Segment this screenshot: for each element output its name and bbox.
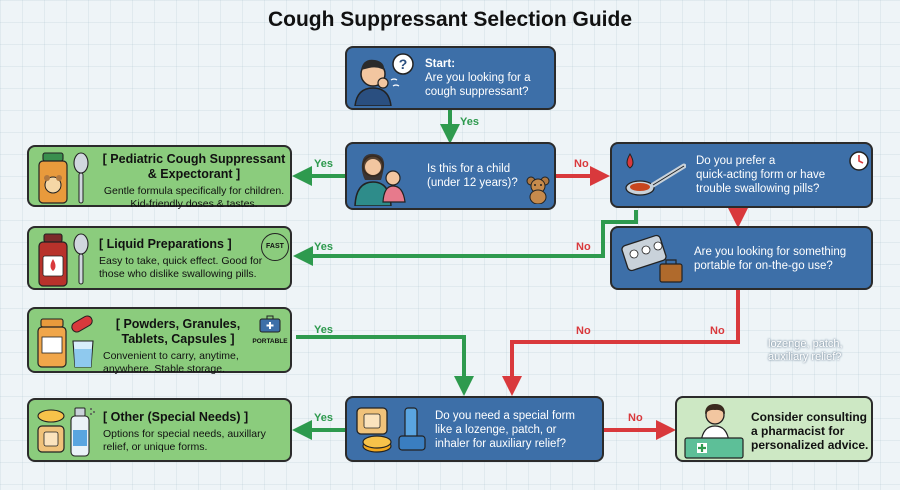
label-no-quick: No bbox=[576, 241, 591, 253]
start-line-2: Are you looking for a bbox=[425, 72, 531, 84]
liquid-body-2: those who dislike swallowing pills. bbox=[99, 268, 257, 280]
label-yes-start: Yes bbox=[460, 116, 479, 128]
arrow-portable-to-powders bbox=[296, 335, 474, 396]
first-aid-case-icon bbox=[259, 315, 281, 333]
other-outcome-node: [ Other (Special Needs) ] Options for sp… bbox=[27, 398, 292, 462]
pharmacist-line-3: personalized advice. bbox=[751, 438, 869, 452]
child-line-1: Is this for a child bbox=[427, 163, 511, 175]
label-yes-child: Yes bbox=[314, 158, 333, 170]
quick-line-1: Do you prefer a bbox=[696, 155, 776, 167]
page-title: Cough Suppressant Selection Guide bbox=[267, 8, 633, 31]
arrow-quick-to-liquid bbox=[293, 210, 638, 266]
fast-badge-label: FAST bbox=[266, 243, 284, 250]
liquid-body-1: Easy to take, quick effect. Good for bbox=[99, 255, 263, 267]
pediatric-outcome-node: [ Pediatric Cough Suppressant & Expector… bbox=[27, 145, 292, 210]
fast-badge: FAST bbox=[261, 233, 289, 261]
pediatric-body-1: Gentle formula specifically for children… bbox=[103, 185, 285, 197]
pediatric-head-1: [ Pediatric Cough Suppressant bbox=[102, 152, 286, 166]
pharmacist-icon bbox=[684, 404, 744, 459]
special-form-question-node: Do you need a special form like a lozeng… bbox=[345, 396, 604, 462]
syrup-bottle-and-spoon-icon bbox=[38, 233, 89, 287]
start-line-3: cough suppressant? bbox=[425, 86, 529, 98]
pharmacist-outcome-node: Consider consulting a pharmacist for per… bbox=[675, 396, 873, 462]
label-yes-special: Yes bbox=[314, 412, 333, 424]
quick-line-2: quick-acting form or have bbox=[696, 169, 826, 181]
liquid-head-1: [ Liquid Preparations ] bbox=[99, 237, 232, 251]
child-line-2: (under 12 years)? bbox=[427, 177, 518, 189]
teddy-bear-icon bbox=[526, 176, 550, 204]
person-coughing-icon: ? bbox=[354, 53, 414, 106]
start-node: ? Start: Are you looking for a cough sup… bbox=[345, 46, 556, 110]
special-line-1: Do you need a special form bbox=[435, 410, 575, 422]
pediatric-bottle-and-spoon-icon bbox=[38, 152, 89, 204]
powders-head-2: Tablets, Capsules ] bbox=[121, 332, 235, 346]
powders-head-1: [ Powders, Granules, bbox=[115, 317, 241, 331]
spoon-with-drop-icon bbox=[625, 153, 686, 196]
label-yes-portable: Yes bbox=[314, 324, 333, 336]
other-body-1: Options for special needs, auxillary bbox=[103, 428, 266, 440]
portable-line-2: portable for on-the-go use? bbox=[694, 260, 833, 272]
label-no-child: No bbox=[574, 158, 589, 170]
arrow-portable-to-special bbox=[502, 290, 740, 396]
pediatric-head-2: & Expectorant ] bbox=[147, 167, 241, 181]
label-no-portable-right: No bbox=[710, 325, 725, 337]
pharmacist-line-1: Consider consulting bbox=[751, 410, 868, 424]
other-head-1: [ Other (Special Needs) ] bbox=[103, 410, 249, 424]
svg-text:?: ? bbox=[399, 56, 408, 72]
other-body-2: relief, or unique forms. bbox=[103, 441, 208, 453]
pediatric-body-2: Kid-friendly doses & tastes. bbox=[130, 198, 258, 210]
portable-badge-label: PORTABLE bbox=[252, 338, 288, 345]
label-no-portable-left: No bbox=[576, 325, 591, 337]
label-yes-quick: Yes bbox=[314, 241, 333, 253]
powders-outcome-node: [ Powders, Granules, Tablets, Capsules ]… bbox=[27, 307, 292, 375]
special-line-3: inhaler for auxiliary relief? bbox=[435, 438, 567, 450]
start-line-1: Start: bbox=[425, 58, 456, 70]
portable-badge: PORTABLE bbox=[251, 315, 289, 345]
parent-and-child-icon bbox=[354, 153, 406, 206]
lozenge-patch-spray-icon bbox=[37, 407, 95, 457]
powders-body-2: anywhere. Stable storage. bbox=[103, 363, 225, 375]
portable-line-1: Are you looking for something bbox=[694, 246, 847, 258]
label-no-special: No bbox=[628, 412, 643, 424]
pill-blister-and-bag-icon bbox=[621, 234, 683, 283]
pharmacist-line-2: a pharmacist for bbox=[751, 424, 845, 438]
overlay-text: lozenge, patch, auxiliary relief? bbox=[768, 338, 843, 363]
quick-acting-question-node: Do you prefer a quick-acting form or hav… bbox=[610, 142, 873, 208]
special-line-2: like a lozenge, patch, or bbox=[435, 424, 557, 436]
portable-question-node: Are you looking for something portable f… bbox=[610, 226, 873, 290]
lozenge-patch-inhaler-icon bbox=[356, 407, 426, 453]
powders-body-1: Convenient to carry, anytime, bbox=[103, 350, 239, 362]
liquid-outcome-node: [ Liquid Preparations ] Easy to take, qu… bbox=[27, 226, 292, 290]
quick-line-3: trouble swallowing pills? bbox=[696, 183, 820, 195]
clock-icon bbox=[849, 151, 869, 171]
pill-bottle-capsule-glass-icon bbox=[37, 315, 94, 368]
child-question-node: Is this for a child (under 12 years)? bbox=[345, 142, 556, 210]
